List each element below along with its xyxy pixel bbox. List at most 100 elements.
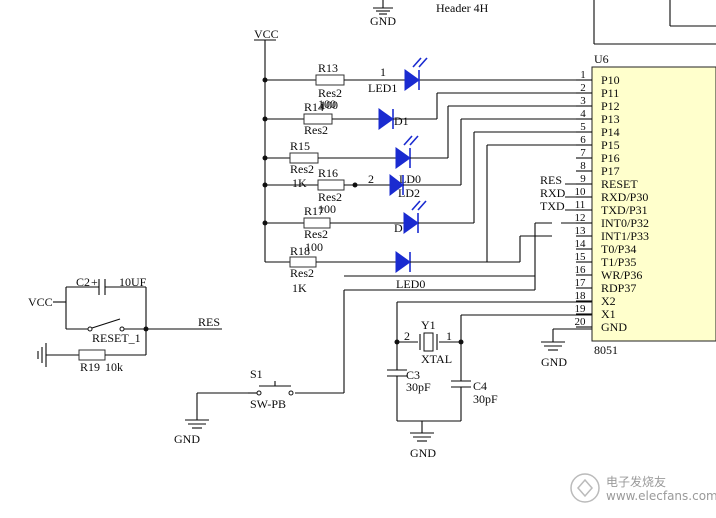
gnd-xtal-label: GND <box>410 446 436 460</box>
pin-name: P10 <box>601 73 620 87</box>
pin-name: TXD/P31 <box>601 203 648 217</box>
top-gnd-label: GND <box>370 14 396 28</box>
net-rxd: RXD <box>540 186 566 200</box>
gnd-xtal-symbol <box>410 432 434 442</box>
pin-name: RDP37 <box>601 281 636 295</box>
pin-number: 3 <box>580 95 586 107</box>
pin-name: INT0/P32 <box>601 216 649 230</box>
header-label: Header 4H <box>436 1 489 15</box>
gnd-sw-label: GND <box>174 432 200 446</box>
r16-label: R16 <box>318 166 338 180</box>
d1-label: D1 <box>394 114 409 128</box>
pin-name: T1/P35 <box>601 255 636 269</box>
res-net-label: RES <box>198 315 220 329</box>
chip-pin-11: 11 TXD/P31 <box>575 199 648 217</box>
pin-number: 19 <box>575 303 587 315</box>
vcc-left-label: VCC <box>28 295 53 309</box>
chip-pin-6: 6 P15 <box>576 134 620 152</box>
c4-capacitor <box>451 380 471 388</box>
gnd-chip-label: GND <box>541 355 567 369</box>
r13-type: Res2 <box>318 86 342 100</box>
y1-label: Y1 <box>421 318 436 332</box>
r13-label: R13 <box>318 61 338 75</box>
pin-number: 4 <box>580 108 586 120</box>
led0-diode-icon <box>395 251 411 273</box>
d-label: D <box>394 221 403 235</box>
chip-name: 8051 <box>594 343 618 357</box>
r15-label: R15 <box>290 139 310 153</box>
r19-resistor <box>78 349 106 361</box>
net-res: RES <box>540 173 562 187</box>
pin-name: T0/P34 <box>601 242 636 256</box>
c2-label: C2 <box>76 275 90 289</box>
chip-pin-17: 17 RDP37 <box>575 277 637 295</box>
pin-name: P17 <box>601 164 620 178</box>
pin-number: 1 <box>580 69 586 81</box>
gnd-sw-symbol <box>185 419 209 429</box>
c2-value: 10UF <box>119 275 147 289</box>
r17-label: R17 <box>304 204 324 218</box>
reset-junction <box>143 326 149 332</box>
r17-type: Res2 <box>304 227 328 241</box>
s1-label: S1 <box>250 367 263 381</box>
pin-name: P15 <box>601 138 620 152</box>
led1-label: LED1 <box>368 81 397 95</box>
watermark-logo <box>570 473 600 503</box>
vcc-top-label: VCC <box>254 27 279 41</box>
r19-label: R19 <box>80 360 100 374</box>
ld0-diode-icon <box>395 135 419 169</box>
r16-type: Res2 <box>318 190 342 204</box>
reset1-label: RESET_1 <box>92 331 141 345</box>
top-gnd-symbol <box>373 0 393 15</box>
pin-name: X1 <box>601 307 616 321</box>
pin-number: 6 <box>580 134 586 146</box>
chip-pin-10: 10 RXD/P30 <box>575 186 649 204</box>
y1-crystal <box>419 332 438 352</box>
pin-number: 17 <box>575 277 587 289</box>
chip-pin-8: 8 P17 <box>576 160 620 178</box>
gnd-chip-symbol <box>541 341 565 351</box>
pin-number: 5 <box>580 121 586 133</box>
chip-pin-20: 20 GND <box>575 316 628 334</box>
c2-capacitor <box>98 279 106 295</box>
pin-number: 11 <box>575 199 586 211</box>
pin-number: 10 <box>575 186 587 198</box>
c3-value: 30pF <box>406 380 431 394</box>
chip-pin-16: 16 WR/P36 <box>575 264 643 282</box>
chip-pin-19: 19 X1 <box>575 303 616 321</box>
led1-pin: 1 <box>380 65 386 79</box>
r18-label: R18 <box>290 244 310 258</box>
watermark-text: 电子发烧友 <box>606 474 666 489</box>
d1-diode-icon <box>378 108 394 130</box>
pin-number: 8 <box>580 160 586 172</box>
sw-label: SW-PB <box>250 397 286 411</box>
pin-name: P16 <box>601 151 620 165</box>
pin-number: 18 <box>575 290 587 302</box>
chip-8051-body <box>591 66 716 342</box>
r13-resistor <box>315 74 345 86</box>
r17-value: 100 <box>305 240 323 254</box>
gnd-left-symbol <box>37 343 47 367</box>
r18-type: Res2 <box>290 266 314 280</box>
pin-name: WR/P36 <box>601 268 642 282</box>
switch-s1 <box>248 381 294 396</box>
pin-number: 2 <box>580 82 586 94</box>
pin-name: RXD/P30 <box>601 190 648 204</box>
pin-number: 16 <box>575 264 587 276</box>
pin-name: RESET <box>601 177 638 191</box>
pin-name: GND <box>601 320 627 334</box>
c3-label: C3 <box>406 368 420 382</box>
ld0-label: LD0 <box>399 172 421 186</box>
pin-number: 20 <box>575 316 587 328</box>
r16-value: 100 <box>318 202 336 216</box>
